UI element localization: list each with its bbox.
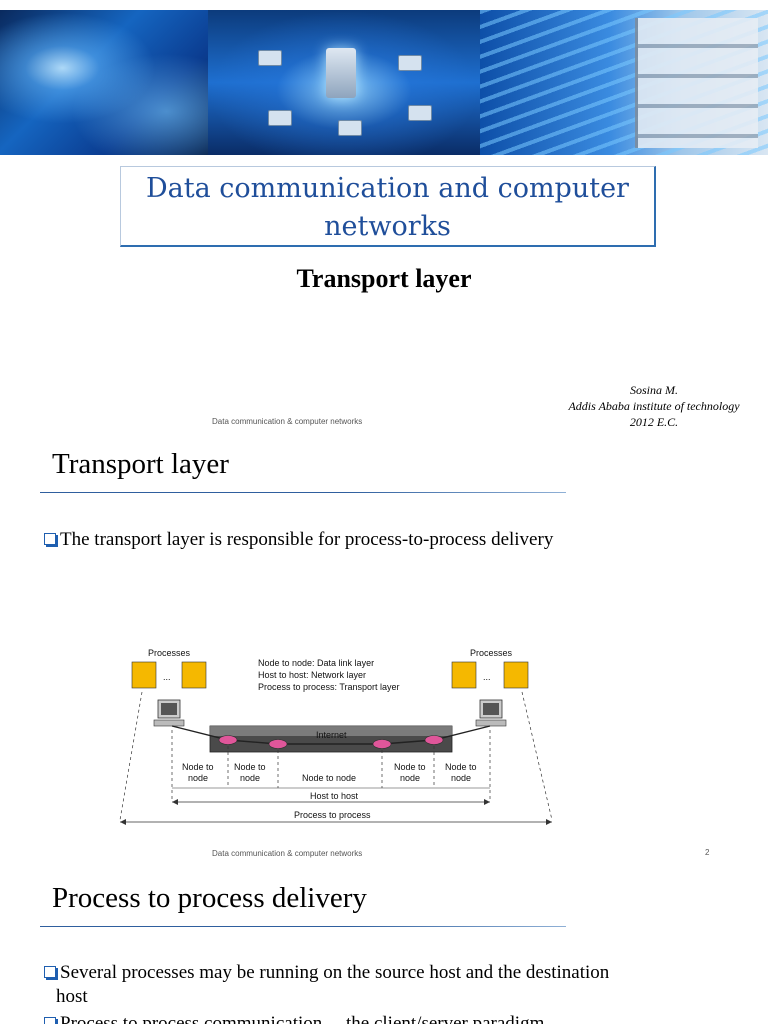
network-cables-image [480, 10, 768, 155]
slide-footer: Data communication & computer networks [212, 849, 363, 858]
laptop-icon [268, 110, 292, 126]
segment-4-label: Node to [394, 762, 426, 772]
router-icon [424, 735, 444, 745]
segment-2-label-2: node [240, 773, 260, 783]
tablet-icon [338, 120, 362, 136]
presentation-title: Data communication and computer networks [120, 166, 656, 247]
presentation-subtitle: Transport layer [296, 264, 472, 293]
heading-divider [40, 926, 566, 927]
patch-panel [635, 18, 758, 148]
bullet-item: The transport layer is responsible for p… [44, 528, 553, 552]
title-banner [0, 10, 768, 155]
heading-divider [40, 492, 566, 493]
document-icon [131, 661, 157, 689]
bullet-item-cut: Process to process communication ... the… [44, 1012, 544, 1024]
author-block: Sosina M. Addis Ababa institute of techn… [540, 382, 768, 430]
segment-1-label-2: node [188, 773, 208, 783]
title-line-2: networks [324, 211, 451, 242]
document-icon [451, 661, 477, 689]
printer-icon [408, 105, 432, 121]
segment-5-label: Node to [445, 762, 477, 772]
process-delivery-diagram: Processes ... Processes ... Node to node… [119, 648, 553, 825]
laptop-icon [258, 50, 282, 66]
bullet-item: Several processes may be running on the … [44, 961, 609, 985]
slide-footer: Data communication & computer networks [212, 417, 363, 426]
network-devices-image [208, 10, 480, 155]
network-path [171, 725, 491, 745]
router-icon [268, 739, 288, 749]
host-to-host-label: Host to host [310, 791, 359, 801]
computer-icon [153, 699, 185, 727]
router-icon [372, 739, 392, 749]
ellipsis-right: ... [483, 672, 491, 682]
bullet-continuation: host [56, 986, 88, 1007]
legend-node-to-node: Node to node: Data link layer [258, 658, 374, 668]
router-icon [218, 735, 238, 745]
segment-2-label: Node to [234, 762, 266, 772]
page-number: 2 [705, 848, 710, 857]
segment-1-label: Node to [182, 762, 214, 772]
ellipsis-left: ... [163, 672, 171, 682]
title-line-1: Data communication and computer [146, 173, 629, 204]
slide-heading: Process to process delivery [52, 882, 367, 914]
document-icon [181, 661, 207, 689]
bullet-text: Process to process communication ... the… [60, 1013, 545, 1024]
year: 2012 E.C. [629, 415, 679, 429]
globe-network-image [0, 10, 208, 155]
processes-right-label: Processes [470, 648, 513, 658]
monitor-icon [398, 55, 422, 71]
processes-left-label: Processes [148, 648, 191, 658]
legend-process-to-process: Process to process: Transport layer [258, 682, 400, 692]
bullet-text: Several processes may be running on the … [60, 962, 610, 983]
slide-heading: Transport layer [52, 448, 229, 480]
checkbox-bullet-icon [44, 1017, 56, 1024]
author-name: Sosina M. [630, 383, 678, 397]
document-icon [503, 661, 529, 689]
legend-host-to-host: Host to host: Network layer [258, 670, 366, 680]
process-to-process-label: Process to process [294, 810, 371, 820]
computer-icon [475, 699, 507, 727]
segment-3-label: Node to node [302, 773, 356, 783]
segment-separators [119, 691, 553, 821]
internet-label: Internet [316, 730, 347, 740]
checkbox-bullet-icon [44, 966, 56, 978]
segment-4-label-2: node [400, 773, 420, 783]
checkbox-bullet-icon [44, 533, 56, 545]
segment-5-label-2: node [451, 773, 471, 783]
bullet-text: The transport layer is responsible for p… [60, 529, 554, 550]
institution: Addis Ababa institute of technology [568, 399, 740, 413]
server-icon [326, 48, 356, 98]
